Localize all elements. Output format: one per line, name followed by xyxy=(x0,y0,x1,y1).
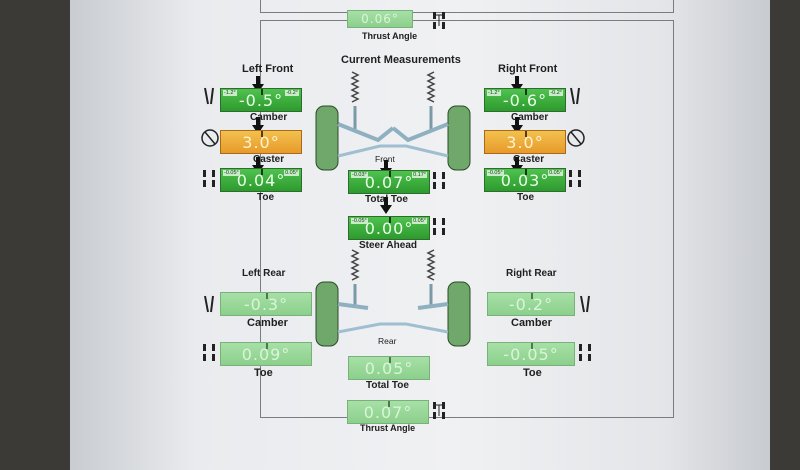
spec-tick xyxy=(525,89,527,95)
front-total-toe-gauge: -0.03° 0.07° 0.17° xyxy=(348,170,430,194)
front-total-toe-value: 0.07° xyxy=(364,172,414,192)
right-front-camber-max: -0.2° xyxy=(549,90,563,96)
spec-tick xyxy=(389,171,391,177)
spec-tick xyxy=(531,343,533,349)
right-rear-toe-value: -0.05° xyxy=(503,344,559,364)
rear-center-label: Rear xyxy=(378,336,397,346)
left-front-caster-arrow xyxy=(252,117,264,134)
right-rear-camber-label: Camber xyxy=(511,317,552,329)
left-rear-camber-label: Camber xyxy=(247,317,288,329)
right-front-toe-min: -0.05° xyxy=(487,170,504,176)
camber-icon xyxy=(580,295,590,313)
left-front-caster-value: 3.0° xyxy=(242,132,280,152)
spec-tick xyxy=(525,169,527,175)
rear-total-toe-value: 0.05° xyxy=(364,358,414,378)
camber-icon xyxy=(204,87,214,105)
left-rear-camber-value: -0.3° xyxy=(243,294,289,314)
spec-tick xyxy=(389,217,391,223)
spec-tick xyxy=(531,293,533,299)
thrust-icon xyxy=(433,12,445,29)
camber-icon xyxy=(204,295,214,313)
right-front-caster-gauge: 3.0° xyxy=(484,130,566,154)
steer-ahead-label: Steer Ahead xyxy=(359,240,417,251)
right-front-caster-value: 3.0° xyxy=(506,132,544,152)
rear-suspension-diagram xyxy=(315,249,471,347)
spec-tick xyxy=(389,357,391,363)
right-front-camber-label: Camber xyxy=(511,112,549,123)
left-front-caster-label: Caster xyxy=(253,154,285,165)
toe-icon xyxy=(579,344,591,361)
right-rear-camber-gauge: -0.2° xyxy=(487,292,575,316)
right-rear-toe-label: Toe xyxy=(523,367,542,379)
right-front-title: Right Front xyxy=(498,63,558,75)
right-front-camber-value: -0.6° xyxy=(502,90,548,110)
left-front-camber-max: -0.2° xyxy=(285,90,299,96)
toe-icon xyxy=(433,218,445,235)
right-rear-toe-gauge: -0.05° xyxy=(487,342,575,366)
top-thrust-angle-label: Thrust Angle xyxy=(362,31,418,41)
spec-tick xyxy=(266,293,268,299)
right-front-toe-value: 0.03° xyxy=(500,170,550,190)
left-front-toe-max: 0.05° xyxy=(284,170,299,176)
left-front-toe-label: Toe xyxy=(257,192,275,203)
rear-thrust-angle-value: 0.07° xyxy=(363,402,413,422)
front-total-toe-max: 0.17° xyxy=(412,172,427,178)
front-total-toe-min: -0.03° xyxy=(351,172,368,178)
caster-icon xyxy=(567,129,585,147)
steer-ahead-arrow xyxy=(380,197,392,214)
camber-icon xyxy=(570,87,580,105)
right-rear-title: Right Rear xyxy=(506,268,557,279)
toe-icon xyxy=(433,172,445,189)
thrust-icon xyxy=(433,402,445,419)
right-front-camber-min: -1.2° xyxy=(487,90,501,96)
steer-ahead-gauge: -0.05° 0.00° 0.05° xyxy=(348,216,430,240)
right-front-toe-label: Toe xyxy=(517,192,535,203)
spec-tick xyxy=(261,131,263,137)
right-front-toe-gauge: -0.05° 0.03° 0.05° xyxy=(484,168,566,192)
spec-tick xyxy=(525,131,527,137)
toe-icon xyxy=(203,344,215,361)
left-front-toe-gauge: -0.05° 0.04° 0.05° xyxy=(220,168,302,192)
left-rear-toe-value: 0.09° xyxy=(241,344,291,364)
left-rear-camber-gauge: -0.3° xyxy=(220,292,312,316)
top-thrust-angle-value: 0.06° xyxy=(361,12,399,26)
left-rear-toe-label: Toe xyxy=(254,367,273,379)
front-suspension-diagram xyxy=(315,71,471,171)
steer-ahead-min: -0.05° xyxy=(351,218,368,224)
current-measurements-frame xyxy=(260,20,674,418)
right-rear-camber-value: -0.2° xyxy=(508,294,554,314)
left-front-camber-label: Camber xyxy=(250,112,288,123)
right-front-toe-max: 0.05° xyxy=(548,170,563,176)
previous-measurements-frame xyxy=(260,0,674,13)
paper-sheet: 0.06° Thrust Angle Current Measurements … xyxy=(70,0,770,470)
spec-tick xyxy=(261,169,263,175)
rear-thrust-angle-gauge: 0.07° xyxy=(347,400,429,424)
rear-total-toe-label: Total Toe xyxy=(366,380,409,391)
spec-tick xyxy=(261,89,263,95)
left-front-title: Left Front xyxy=(242,63,294,75)
left-front-camber-min: -1.2° xyxy=(223,90,237,96)
left-front-toe-min: -0.05° xyxy=(223,170,240,176)
right-front-caster-label: Caster xyxy=(513,154,545,165)
spec-tick xyxy=(266,343,268,349)
steer-ahead-max: 0.05° xyxy=(412,218,427,224)
caster-icon xyxy=(201,129,219,147)
rear-total-toe-gauge: 0.05° xyxy=(348,356,430,380)
right-front-camber-gauge: -1.2° -0.6° -0.2° xyxy=(484,88,566,112)
left-rear-toe-gauge: 0.09° xyxy=(220,342,312,366)
toe-icon xyxy=(569,170,581,187)
steer-ahead-value: 0.00° xyxy=(364,218,414,238)
left-front-camber-gauge: -1.2° -0.5° -0.2° xyxy=(220,88,302,112)
rear-thrust-angle-label: Thrust Angle xyxy=(360,423,416,433)
left-front-caster-gauge: 3.0° xyxy=(220,130,302,154)
section-title: Current Measurements xyxy=(341,54,461,66)
left-rear-title: Left Rear xyxy=(242,268,286,279)
right-front-caster-arrow xyxy=(511,117,523,134)
left-front-toe-value: 0.04° xyxy=(236,170,286,190)
toe-icon xyxy=(203,170,215,187)
spec-tick xyxy=(388,401,390,407)
top-thrust-angle-gauge: 0.06° xyxy=(347,10,413,28)
left-front-camber-value: -0.5° xyxy=(238,90,284,110)
front-center-label: Front xyxy=(375,154,395,164)
